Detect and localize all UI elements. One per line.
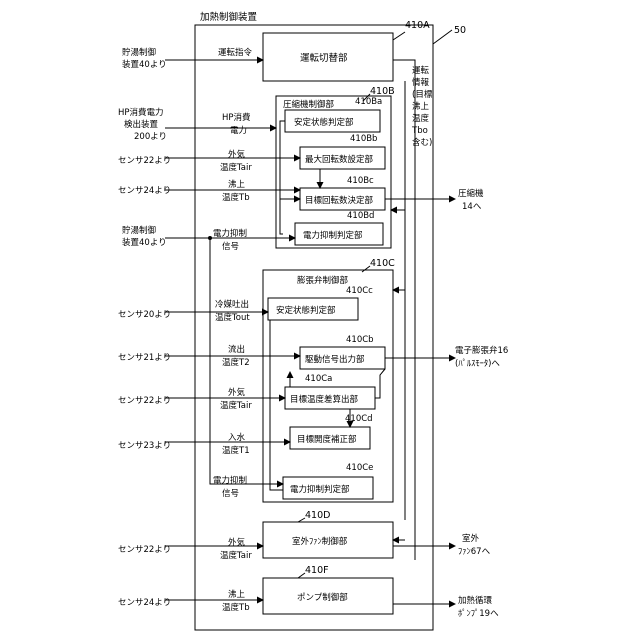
- output-expansion-valve: 電子膨張弁16 (ﾊﾟﾙｽﾓｰﾀ)へ: [455, 345, 508, 369]
- source-sensor-20: センサ20より: [118, 310, 171, 320]
- svg-text:外気: 外気: [228, 387, 246, 398]
- source-hot-water-controller-1: 貯湯制御 装置40より: [122, 47, 167, 70]
- source-hp-power-detector: HP消費電力 検出装置 200より: [118, 107, 167, 142]
- svg-text:Tbo: Tbo: [411, 126, 428, 136]
- svg-text:温度Tb: 温度Tb: [222, 602, 250, 613]
- block-stable-state-judge-b-ref: 410Ba: [355, 97, 382, 107]
- svg-text:装置40より: 装置40より: [122, 59, 167, 70]
- svg-text:電力抑制: 電力抑制: [213, 228, 247, 239]
- source-sensor-24-b: センサ24より: [118, 598, 171, 608]
- svg-text:信号: 信号: [222, 241, 239, 252]
- block-operation-switch-label: 運転切替部: [300, 52, 348, 64]
- block-stable-state-judge-c-ref: 410Cc: [346, 286, 373, 296]
- block-operation-switch-ref: 410A: [405, 20, 430, 31]
- block-stable-state-judge-b-label: 安定状態判定部: [294, 117, 354, 128]
- output-outdoor-fan: 室外 ﾌｧﾝ67へ: [458, 533, 491, 557]
- block-pump-control-label: ポンプ制御部: [297, 592, 348, 603]
- svg-text:14へ: 14へ: [462, 202, 482, 212]
- block-drive-signal-output-label: 駆動信号出力部: [305, 354, 365, 365]
- source-hot-water-controller-2: 貯湯制御 装置40より: [122, 225, 167, 248]
- svg-text:HP消費: HP消費: [222, 112, 251, 123]
- svg-text:温度Tb: 温度Tb: [222, 192, 250, 203]
- source-sensor-21: センサ21より: [118, 353, 171, 363]
- svg-text:冷媒吐出: 冷媒吐出: [215, 299, 249, 310]
- block-max-speed-setting-label: 最大回転数設定部: [305, 154, 374, 165]
- svg-text:圧縮機: 圧縮機: [458, 188, 484, 199]
- block-target-speed-decision-label: 目標回転数決定部: [305, 195, 374, 206]
- svg-text:信号: 信号: [222, 488, 239, 499]
- svg-text:室外: 室外: [462, 533, 480, 544]
- block-stable-state-judge-c-label: 安定状態判定部: [276, 305, 336, 316]
- source-sensor-22-c: センサ22より: [118, 545, 171, 555]
- svg-text:温度T2: 温度T2: [222, 357, 250, 368]
- svg-text:温度Tout: 温度Tout: [215, 312, 250, 323]
- block-expansion-valve-control-label: 膨張弁制御部: [297, 275, 349, 286]
- svg-text:流出: 流出: [228, 344, 245, 355]
- svg-text:ﾎﾟﾝﾌﾟ19へ: ﾎﾟﾝﾌﾟ19へ: [458, 609, 499, 619]
- source-sensor-22-a: センサ22より: [118, 156, 171, 166]
- source-sensor-24-a: センサ24より: [118, 186, 171, 196]
- svg-text:入水: 入水: [228, 432, 246, 443]
- block-target-speed-decision-ref: 410Bc: [347, 176, 374, 186]
- block-pump-control-ref: 410F: [305, 565, 329, 576]
- device-ref-label: 50: [454, 25, 466, 36]
- block-target-temp-diff-calc-ref: 410Ca: [305, 374, 332, 384]
- svg-text:沸上: 沸上: [228, 179, 246, 190]
- block-power-suppression-judge-b-ref: 410Bd: [347, 211, 374, 221]
- heating-controller-title: 加熱制御装置: [200, 11, 257, 23]
- source-sensor-22-b: センサ22より: [118, 396, 171, 406]
- output-circulation-pump: 加熱循環 ﾎﾟﾝﾌﾟ19へ: [458, 595, 499, 619]
- svg-text:電力: 電力: [230, 125, 247, 136]
- block-power-suppression-judge-c-ref: 410Ce: [346, 463, 373, 473]
- svg-text:貯湯制御: 貯湯制御: [122, 225, 156, 236]
- block-compressor-control-ref: 410B: [370, 86, 395, 97]
- block-expansion-valve-control-ref: 410C: [370, 258, 395, 269]
- output-compressor: 圧縮機 14へ: [458, 188, 484, 212]
- block-outdoor-fan-control-ref: 410D: [305, 510, 330, 521]
- block-target-temp-diff-calc-label: 目標温度差算出部: [290, 394, 359, 405]
- svg-text:温度Tair: 温度Tair: [220, 162, 252, 173]
- svg-text:検出装置: 検出装置: [124, 119, 159, 130]
- svg-text:沸上: 沸上: [228, 589, 246, 600]
- svg-text:HP消費電力: HP消費電力: [118, 107, 164, 118]
- block-outdoor-fan-control-label: 室外ﾌｧﾝ制御部: [292, 536, 348, 547]
- svg-text:温度T1: 温度T1: [222, 445, 250, 456]
- svg-text:装置40より: 装置40より: [122, 237, 167, 248]
- source-sensor-23: センサ23より: [118, 441, 171, 451]
- svg-text:温度Tair: 温度Tair: [220, 550, 252, 561]
- svg-text:電子膨張弁16: 電子膨張弁16: [455, 345, 508, 356]
- block-power-suppression-judge-b-label: 電力抑制判定部: [303, 230, 363, 241]
- signal-operation-command: 運転指令: [218, 47, 253, 58]
- svg-text:200より: 200より: [134, 132, 167, 142]
- svg-text:貯湯制御: 貯湯制御: [122, 47, 156, 58]
- block-compressor-control-label: 圧縮機制御部: [283, 99, 335, 110]
- svg-text:温度Tair: 温度Tair: [220, 400, 252, 411]
- block-target-opening-correction-label: 目標開度補正部: [297, 434, 357, 445]
- block-power-suppression-judge-c-label: 電力抑制判定部: [290, 484, 350, 495]
- block-max-speed-setting-ref: 410Bb: [350, 134, 377, 144]
- block-drive-signal-output-ref: 410Cb: [346, 335, 374, 345]
- svg-text:ﾌｧﾝ67へ: ﾌｧﾝ67へ: [458, 547, 491, 557]
- svg-text:加熱循環: 加熱循環: [458, 595, 493, 606]
- block-target-opening-correction-ref: 410Cd: [345, 414, 373, 424]
- svg-text:(ﾊﾟﾙｽﾓｰﾀ)へ: (ﾊﾟﾙｽﾓｰﾀ)へ: [455, 359, 500, 369]
